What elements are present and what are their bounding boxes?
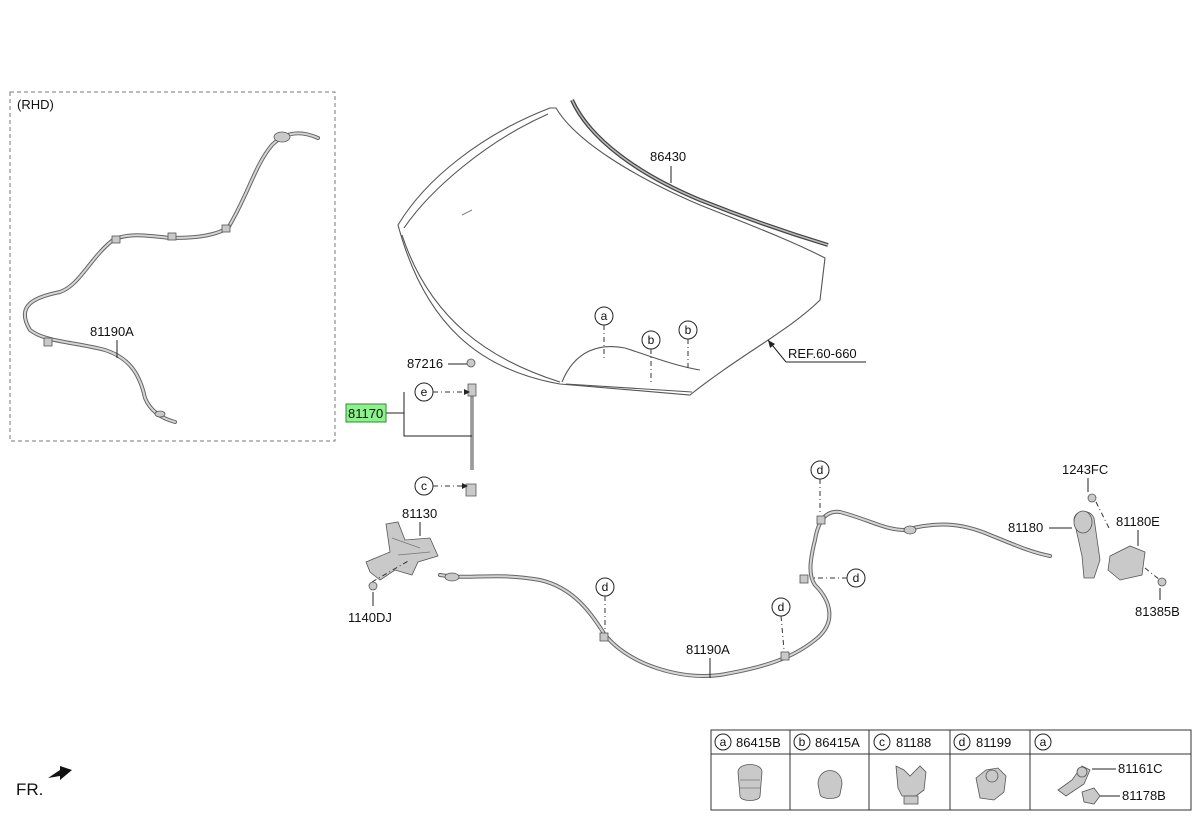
- inset-cable: [22, 131, 320, 424]
- release-handle-icon: [1073, 510, 1093, 534]
- inset-clip-icon: [167, 232, 177, 241]
- inset-cable-end-icon: [154, 410, 166, 418]
- cable-clamp-ring-icon: [1076, 766, 1088, 778]
- callout-e-letter: e: [421, 385, 428, 399]
- rubber-bumper-icon: [817, 770, 843, 799]
- release-bolt-icon: [1087, 493, 1097, 503]
- legend-part: 81188: [896, 735, 931, 750]
- latch-bolt-icon: [368, 581, 378, 591]
- bolt-icon: [466, 358, 476, 368]
- front-arrow-icon: [48, 766, 72, 780]
- cable-clip-icon: [780, 651, 790, 661]
- callout-b-letter: b: [648, 333, 655, 347]
- legend-part: 86415A: [815, 735, 860, 750]
- legend-part: 81199: [976, 735, 1011, 750]
- latch-bolt-label: 1140DJ: [348, 610, 392, 625]
- cable-clip-icon: [799, 574, 809, 584]
- stay-rod-highlight: [345, 403, 387, 423]
- bolt-top-label: 87216: [407, 356, 443, 371]
- latch-label: 81130: [402, 506, 437, 521]
- release-lever-label: 81180: [1008, 520, 1043, 535]
- legend-letter: a: [720, 735, 727, 749]
- callout-d-letter: d: [602, 580, 609, 594]
- callout-d-letter: d: [853, 571, 860, 585]
- bumper-release-label: 81385B: [1135, 604, 1180, 619]
- callout-c-letter: c: [421, 479, 427, 493]
- cable-clip-icon: [816, 515, 826, 525]
- legend-letter: c: [879, 735, 885, 749]
- rubber-stopper-icon: [737, 764, 763, 801]
- legend-letter: b: [799, 735, 806, 749]
- latch-group: 81130 1140DJ: [348, 506, 439, 625]
- stay-rod-top-icon: [467, 383, 477, 397]
- hood-panel: 86430 REF.60-660: [397, 99, 866, 396]
- grommet-clip-icon: [895, 765, 927, 797]
- ref-label: REF.60-660: [788, 346, 857, 361]
- legend-letter: a: [1040, 735, 1047, 749]
- inset-clip-icon: [43, 337, 53, 347]
- legend-part: 86415B: [736, 735, 781, 750]
- inset-clip-icon: [221, 224, 231, 233]
- callout-d-letter: d: [817, 463, 824, 477]
- weatherstrip-label: 86430: [650, 149, 686, 164]
- cable-clamp-small-icon: [1081, 787, 1101, 805]
- cable-clip-head-icon: [985, 769, 999, 783]
- legend-letter: d: [959, 735, 966, 749]
- inset-cable-end-icon: [273, 131, 291, 143]
- front-marker: FR.: [16, 766, 72, 799]
- main-cable: 81190A d d d d: [438, 460, 1052, 678]
- release-bracket-icon: [1107, 545, 1146, 581]
- release-bracket-label: 81180E: [1116, 514, 1160, 529]
- front-marker-label: FR.: [16, 780, 43, 799]
- cable-clip-icon: [599, 632, 609, 642]
- callout-b-letter: b: [685, 323, 692, 337]
- legend-subpart: 81161C: [1118, 761, 1163, 776]
- callout-d-letter: d: [778, 600, 785, 614]
- hood-latch-icon: [365, 521, 439, 581]
- hood-callouts: a b b: [594, 306, 698, 384]
- cable-grommet-icon: [903, 525, 917, 535]
- stay-rod-bottom-icon: [465, 483, 477, 497]
- cable-end-icon: [444, 572, 460, 582]
- stay-rod-label[interactable]: 81170: [348, 406, 383, 421]
- bolt-release-label: 1243FC: [1062, 462, 1108, 477]
- legend-subpart: 81178B: [1122, 788, 1166, 803]
- cable-main-label: 81190A: [686, 642, 730, 657]
- release-lever-group: 1243FC 81180 81180E 81385B: [1008, 462, 1180, 619]
- grommet-base-icon: [903, 795, 919, 805]
- inset-frame: [9, 91, 336, 442]
- legend-table: a 86415B b 86415A c 81188 d 81199 a 8116…: [710, 729, 1192, 811]
- cable-clip-icon: [975, 767, 1007, 801]
- inset-clip-icon: [111, 235, 121, 244]
- stay-rod-group: 87216 e c 81170: [345, 356, 477, 497]
- bumper-icon: [1157, 577, 1167, 587]
- rhd-inset: (RHD) 81190A: [9, 91, 336, 442]
- inset-part-label: 81190A: [90, 324, 134, 339]
- callout-a-letter: a: [601, 309, 608, 323]
- inset-title: (RHD): [17, 97, 54, 112]
